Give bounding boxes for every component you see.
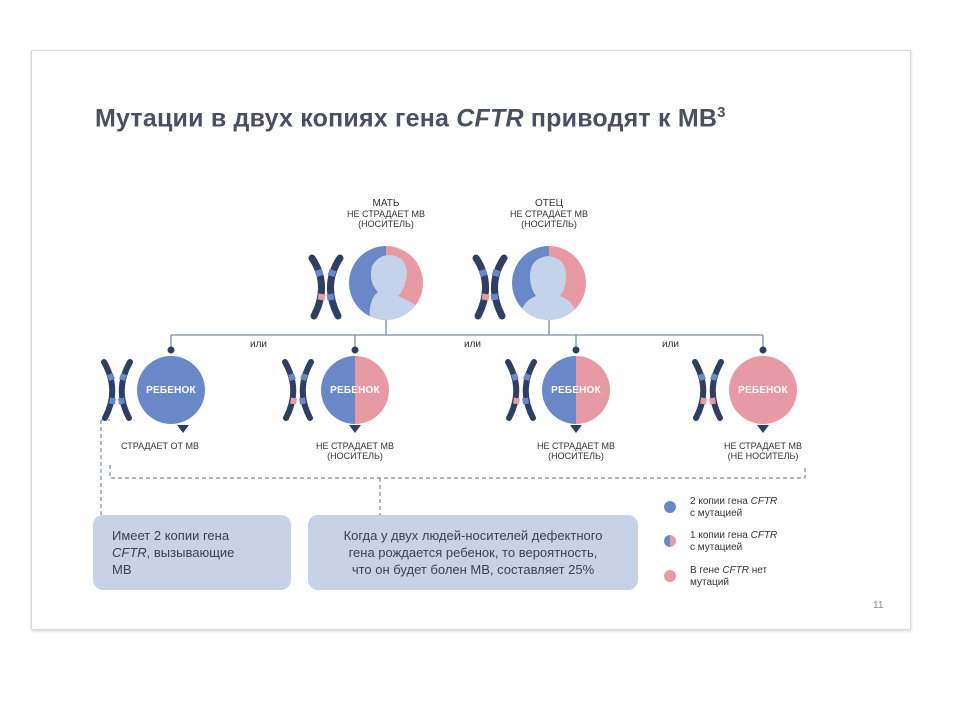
child-circle-affected: РЕБЕНОК	[137, 356, 205, 424]
legend-dot-half	[664, 535, 676, 547]
child-status-carrier-2: НЕ СТРАДАЕТ МВ (НОСИТЕЛЬ)	[536, 441, 615, 461]
info-box-left: Имеет 2 копии гена CFTR, вызывающие МВ	[93, 515, 291, 590]
child-circle-carrier-2: РЕБЕНОК	[542, 356, 610, 424]
or-label-2: или	[464, 339, 482, 350]
info-box-center: Когда у двух людей-носителей дефектного …	[308, 515, 638, 590]
mother-label: МАТЬ НЕ СТРАДАЕТ МВ (НОСИТЕЛЬ)	[346, 198, 425, 230]
slide-title: Мутации в двух копиях гена CFTR приводят…	[95, 104, 726, 133]
father-label: ОТЕЦ НЕ СТРАДАЕТ МВ (НОСИТЕЛЬ)	[509, 198, 588, 230]
legend-dot-blue	[664, 501, 676, 513]
child-circle-non-carrier: РЕБЕНОК	[729, 356, 797, 424]
or-label-3: или	[662, 339, 680, 350]
child-status-non-carrier: НЕ СТРАДАЕТ МВ (НЕ НОСИТЕЛЬ)	[723, 441, 802, 461]
child-status-affected: СТРАДАЕТ ОТ МВ	[121, 441, 199, 451]
child-status-carrier-1: НЕ СТРАДАЕТ МВ (НОСИТЕЛЬ)	[315, 441, 394, 461]
legend-dot-pink	[664, 570, 676, 582]
page-number: 11	[873, 600, 884, 611]
or-label-1: или	[250, 339, 268, 350]
child-circle-carrier-1: РЕБЕНОК	[321, 356, 389, 424]
